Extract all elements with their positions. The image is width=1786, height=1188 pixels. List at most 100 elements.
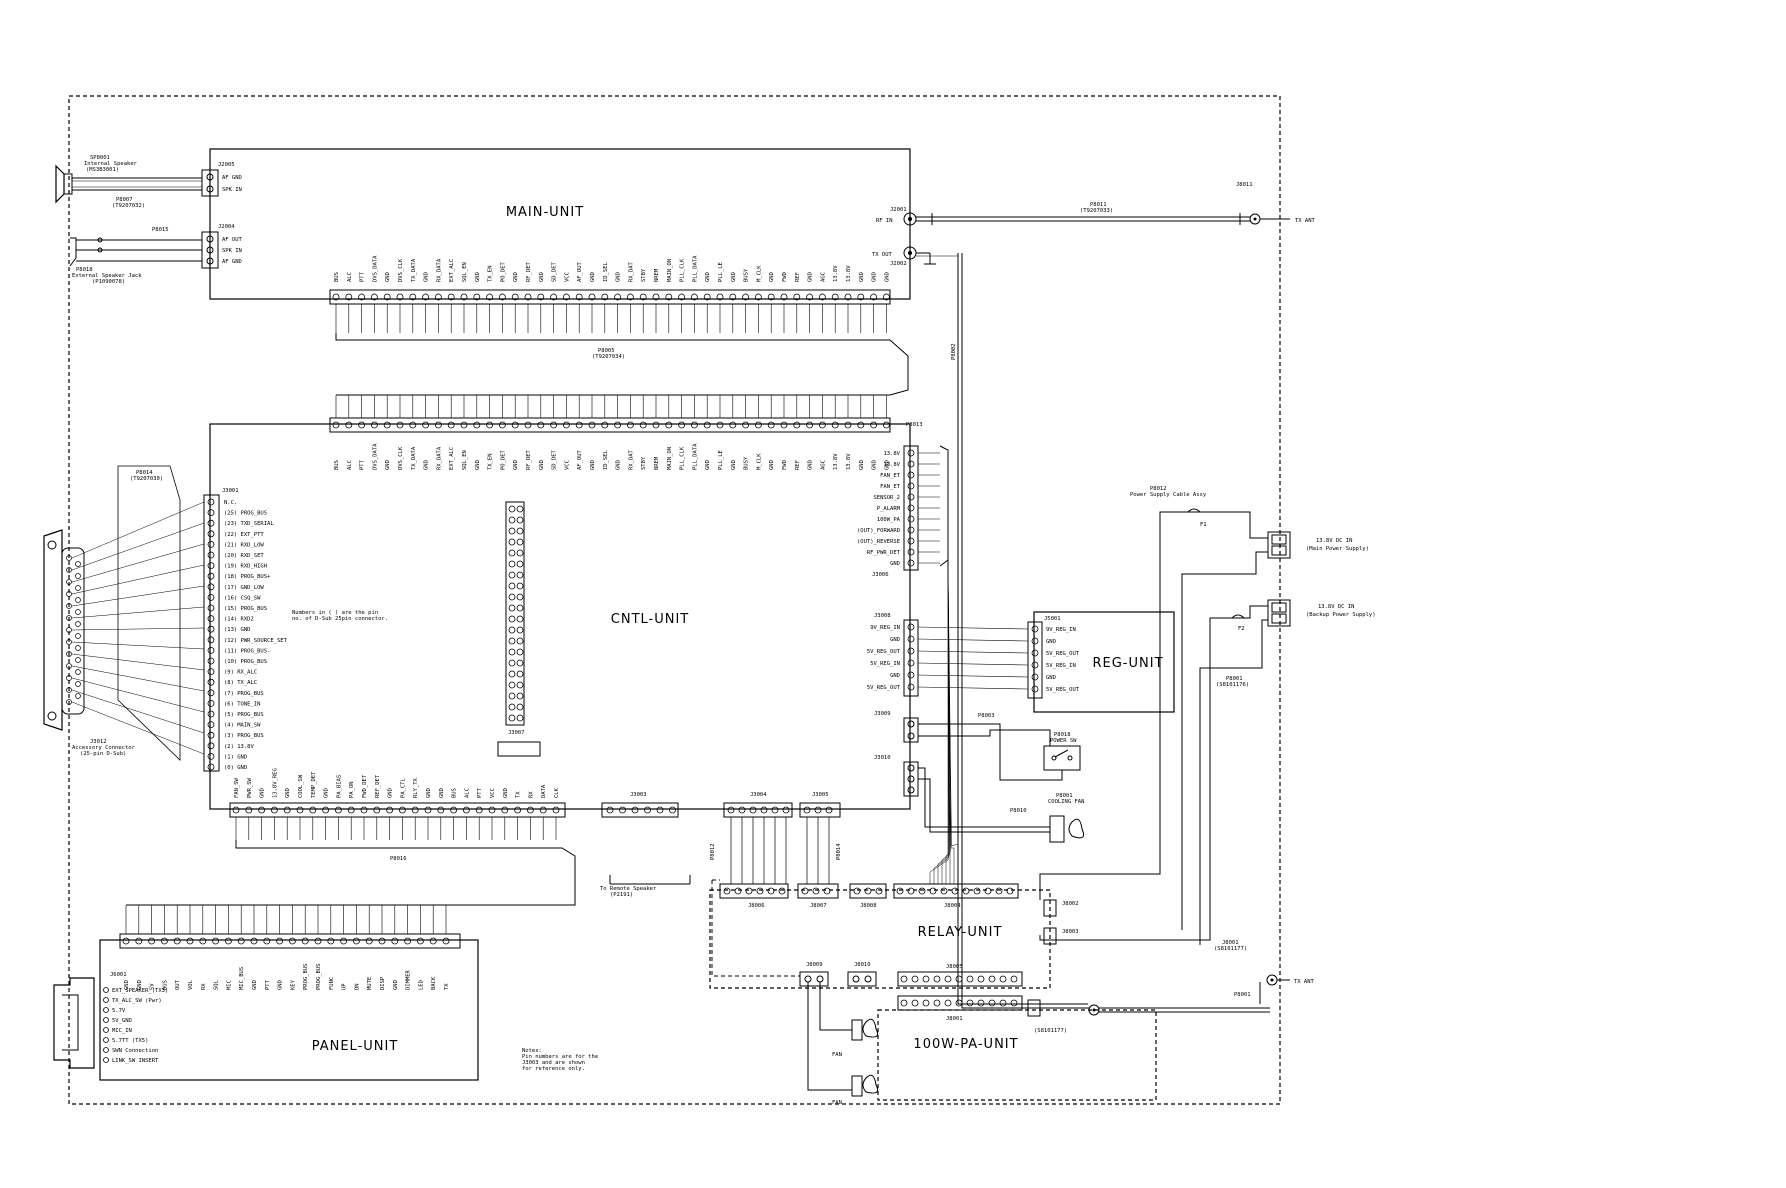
ext-spk-code: (P1090078): [92, 279, 125, 285]
pin-label: (20) RXD_SET: [224, 553, 264, 559]
connector-pin: [749, 806, 757, 814]
connector-pin: [232, 806, 240, 814]
connector-pin: [327, 937, 335, 945]
pin-label: PA_ON: [349, 781, 355, 798]
connector-pin: [511, 293, 519, 301]
connector-pin: [844, 421, 852, 429]
power-switch: P8018 POWER SW P8003: [918, 713, 1081, 781]
pin-label: PTT: [265, 979, 271, 990]
dsub-pin: [75, 633, 81, 639]
connector-pin: [508, 538, 516, 546]
connector-pin: [527, 806, 534, 814]
j3003-label: J3003: [630, 792, 647, 798]
connector-pin: [360, 806, 368, 814]
connector-pin: [460, 421, 468, 429]
connector-pin: [345, 421, 353, 429]
j2001-label: J2001: [890, 207, 907, 213]
pin-label: MAIN_ON: [667, 259, 673, 282]
connector-pin: [907, 647, 915, 655]
main-psu-connector: [1267, 531, 1291, 559]
connector-pin: [619, 806, 626, 814]
pin-label: GND: [590, 460, 596, 470]
connector-pin: [103, 1017, 109, 1023]
pin-label: 5V_REG_OUT: [1046, 687, 1080, 693]
pin-label: TX: [444, 983, 450, 990]
connector-pin: [780, 293, 788, 301]
connector-pin: [552, 806, 560, 814]
connector-pin: [537, 293, 545, 301]
panel-top-connector: [119, 933, 461, 949]
dsub-pin: [75, 693, 81, 699]
pin-label: 5V_GND: [112, 1018, 132, 1024]
pin-label: OUT: [175, 979, 181, 990]
j3001-connector: [203, 494, 220, 772]
tx-ant-bottom-label: TX ANT: [1294, 979, 1315, 985]
connector-pin: [966, 999, 974, 1007]
connector-pin: [103, 1057, 109, 1063]
speaker-code: (MS3B3001): [86, 167, 119, 173]
connector-pin: [614, 421, 621, 429]
p8003-label: P8003: [978, 713, 995, 719]
pin-label: STBY: [641, 268, 647, 282]
pin-label: SD_DET: [552, 449, 558, 470]
pin-label: 5V_REG_OUT: [867, 685, 901, 691]
connector-pin: [516, 692, 524, 700]
pin-label: GND: [424, 460, 430, 470]
connector-pin: [207, 668, 215, 675]
pin-label: EXT_SPEAKER_(TX3): [112, 988, 168, 994]
connector-pin: [601, 421, 609, 429]
pin-label: PWR_SW: [247, 777, 253, 798]
connector-pin: [703, 421, 711, 429]
connector-pin: [207, 689, 215, 697]
fan-2-label: FAN: [832, 1100, 842, 1106]
pin-label: GND: [808, 460, 814, 470]
connector-pin: [870, 293, 877, 301]
connector-pin: [524, 293, 532, 301]
connector-pin: [347, 806, 355, 814]
pin-label: LED: [418, 980, 424, 990]
connector-pin: [575, 421, 583, 429]
backup-psu-sub: (Backup Power Supply): [1306, 612, 1376, 618]
connector-pin: [738, 806, 746, 814]
fan-2-icon: [862, 1074, 879, 1094]
reg-unit: REG-UNIT 9V_REG_INGND5V_REG_OUT5V_REG_IN…: [1027, 611, 1175, 713]
connector-pin: [276, 937, 284, 945]
dsub-pin: [66, 615, 72, 621]
dsub-pin: [66, 675, 72, 681]
pin-label: (3) PROG_BUS: [224, 733, 264, 739]
pin-label: DATA: [541, 784, 547, 798]
connector-pin: [516, 648, 524, 656]
pin-label: RF_DET: [526, 261, 532, 282]
pin-label: COOL_SW: [298, 774, 304, 798]
connector-pin: [288, 937, 296, 945]
pin-label: PO_DET: [500, 261, 506, 282]
relay-unit-label: RELAY-UNIT: [918, 925, 1003, 940]
pin-label: 5V_REG_OUT: [867, 649, 901, 655]
connector-pin: [973, 887, 981, 895]
pin-label: PTT: [477, 787, 483, 798]
connector-pin: [396, 293, 404, 301]
pa-unit-label: 100W-PA-UNIT: [913, 1037, 1018, 1052]
pin-label: 9V_REG_IN: [1046, 627, 1076, 633]
connector-pin: [907, 683, 915, 691]
connector-pin: [508, 582, 516, 590]
pin-label: PROG_BUS: [303, 964, 309, 991]
pin-label: 5V: [150, 983, 156, 990]
connector-pin: [907, 671, 915, 679]
connector-pin: [416, 937, 424, 945]
connector-pin: [756, 887, 764, 895]
connector-pin: [207, 572, 215, 580]
connector-pin: [944, 975, 952, 983]
connector-pin: [812, 887, 820, 895]
pin-label: AF_OUT: [577, 449, 583, 470]
connector-pin: [283, 806, 291, 814]
pin-label: GND: [705, 460, 711, 470]
p8010-label: P8010: [1010, 808, 1027, 814]
pin-label: ID_SEL: [603, 449, 609, 470]
pa-unit-border: [877, 1009, 1157, 1101]
pin-label: FWD: [782, 272, 788, 282]
connector-pin: [601, 293, 609, 301]
